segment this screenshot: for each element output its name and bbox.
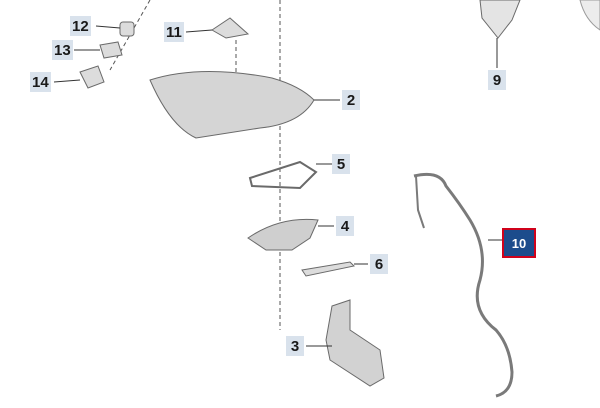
part-14-bracket[interactable] [79,65,105,89]
part-5-frame[interactable] [248,160,318,190]
part-12-screw[interactable] [119,21,135,37]
callout-14[interactable]: 14 [30,72,51,92]
callout-6[interactable]: 6 [370,254,388,274]
callout-4[interactable]: 4 [336,216,354,236]
part-13-clip[interactable] [99,41,123,59]
callout-9[interactable]: 9 [488,70,506,90]
leader-11 [185,29,213,33]
part-10-wiring-harness[interactable] [413,172,514,398]
callout-12[interactable]: 12 [70,16,91,36]
leader-14 [53,79,81,83]
callout-13[interactable]: 13 [52,40,73,60]
part-6-strip[interactable] [301,261,356,277]
part-3-base-bracket[interactable] [325,299,385,387]
callout-3[interactable]: 3 [286,336,304,356]
part-2-mirror-cap[interactable] [149,71,315,139]
part-11-glass[interactable] [211,17,250,39]
callout-10-selected[interactable]: 10 [502,228,536,258]
callout-5[interactable]: 5 [332,154,350,174]
part-4-lower-cover[interactable] [247,218,319,251]
callout-11[interactable]: 11 [164,22,184,42]
leader-12 [95,25,121,29]
callout-2[interactable]: 2 [342,90,360,110]
part-9-housing[interactable] [479,0,600,39]
